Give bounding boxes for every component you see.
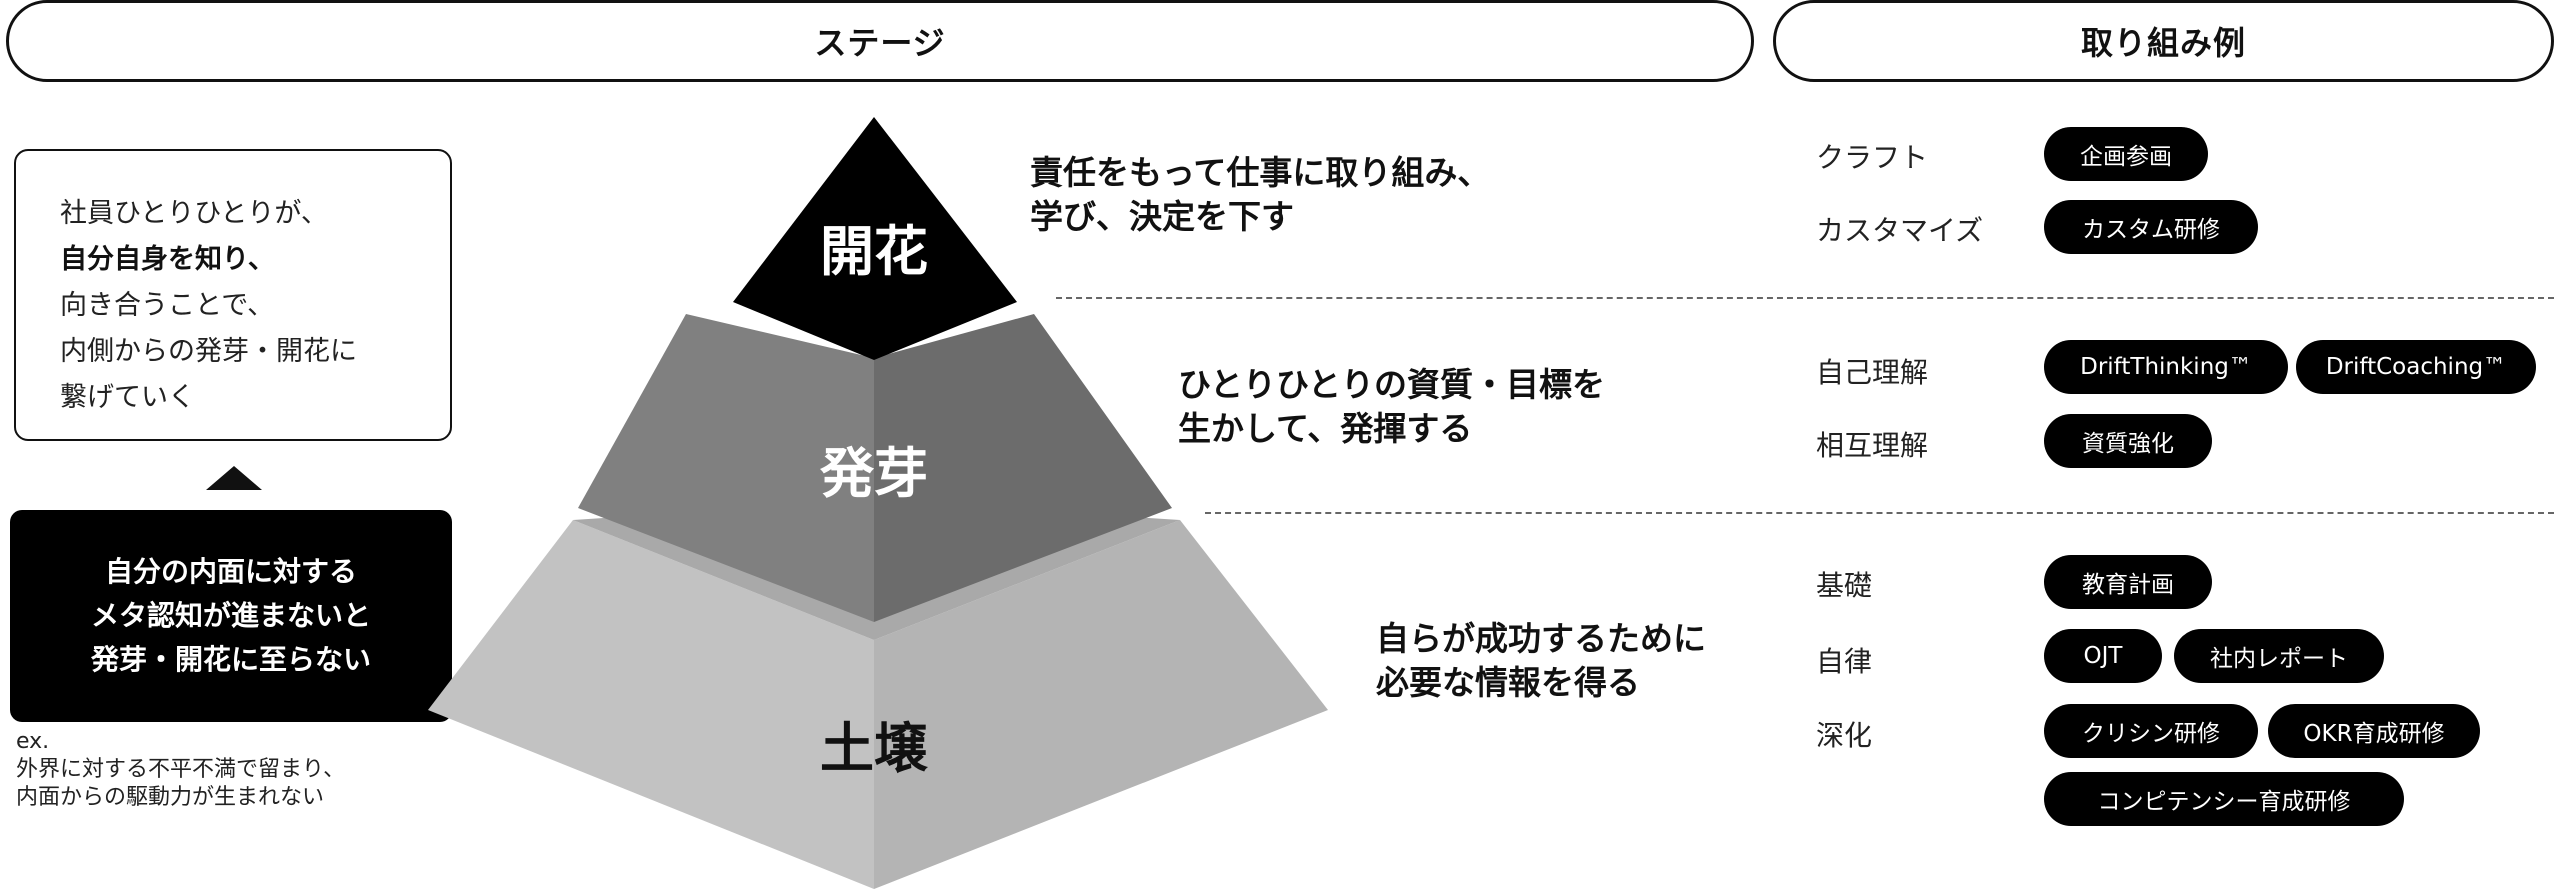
example-tag: 企画参画 [2044, 127, 2208, 181]
example-note: ex. 外界に対する不平不満で留まり、 内面からの駆動力が生まれない [16, 728, 345, 812]
example-tag: 社内レポート [2174, 629, 2384, 683]
explanation-box: 社員ひとりひとりが、 自分自身を知り、 向き合うことで、 内側からの発芽・開花に… [14, 149, 452, 441]
examples-header: 取り組み例 [1773, 0, 2554, 82]
bloom-face [733, 117, 1017, 360]
description-line: 必要な情報を得る [1376, 663, 1640, 702]
sprout-label: 発芽 [820, 442, 928, 505]
description-line: 自らが成功するために [1376, 619, 1706, 658]
example-category-label: クラフト [1816, 141, 1929, 174]
stage-header: ステージ [6, 0, 1754, 82]
sprout-left-face [578, 314, 874, 622]
example-category-label: 相互理解 [1816, 429, 1929, 462]
example-tag: DriftThinking™ [2044, 340, 2288, 394]
sprout-right-face [874, 314, 1172, 622]
bloom-label: 開花 [820, 220, 928, 283]
example-tag: コンピテンシー育成研修 [2044, 772, 2404, 826]
explanation-line: 繋げていく [60, 382, 195, 413]
stage-divider [1205, 512, 2554, 514]
warning-line: 発芽・開花に至らない [90, 643, 371, 676]
soil-left-face [428, 520, 874, 889]
example-category-label: 深化 [1816, 719, 1873, 752]
example-tag: クリシン研修 [2044, 704, 2258, 758]
soil-description: 自らが成功するために 必要な情報を得る [1376, 617, 1706, 705]
explanation-line: 内側からの発芽・開花に [60, 336, 357, 367]
stage-divider [1056, 297, 2554, 299]
description-line: 学び、決定を下す [1030, 197, 1294, 236]
example-tag: OKR育成研修 [2268, 704, 2480, 758]
sprout-description: ひとりひとりの資質・目標を 生かして、発揮する [1178, 363, 1605, 451]
description-line: 生かして、発揮する [1178, 409, 1473, 448]
description-line: ひとりひとりの資質・目標を [1178, 365, 1606, 404]
warning-box: 自分の内面に対する メタ認知が進まないと 発芽・開花に至らない [10, 510, 452, 722]
examples-header-label: 取り組み例 [2080, 24, 2246, 62]
note-line: ex. [16, 729, 50, 754]
note-line: 内面からの駆動力が生まれない [16, 785, 325, 810]
example-category-label: 自己理解 [1816, 356, 1929, 389]
example-tag: カスタム研修 [2044, 200, 2258, 254]
example-category-label: 基礎 [1816, 569, 1873, 602]
up-arrow-icon [206, 466, 262, 490]
bloom-description: 責任をもって仕事に取り組み、 学び、決定を下す [1030, 151, 1490, 239]
example-category-label: 自律 [1816, 645, 1873, 678]
example-tag: 資質強化 [2044, 414, 2212, 468]
description-line: 責任をもって仕事に取り組み、 [1030, 153, 1491, 192]
example-category-label: カスタマイズ [1816, 214, 1984, 247]
explanation-line-emphasis: 自分自身を知り、 [60, 244, 275, 275]
soil-label: 土壌 [820, 717, 929, 780]
explanation-line: 社員ひとりひとりが、 [60, 198, 328, 229]
stage-header-label: ステージ [814, 24, 946, 62]
warning-line: メタ認知が進まないと [90, 599, 371, 632]
explanation-line: 向き合うことで、 [60, 290, 275, 321]
example-tag: 教育計画 [2044, 555, 2212, 609]
soil-right-face [874, 520, 1328, 889]
stage-pyramid: 開花 発芽 土壌 [428, 117, 1328, 889]
example-tag: DriftCoaching™ [2296, 340, 2536, 394]
example-tag: OJT [2044, 629, 2162, 683]
warning-line: 自分の内面に対する [104, 555, 357, 588]
note-line: 外界に対する不平不満で留まり、 [16, 757, 346, 782]
